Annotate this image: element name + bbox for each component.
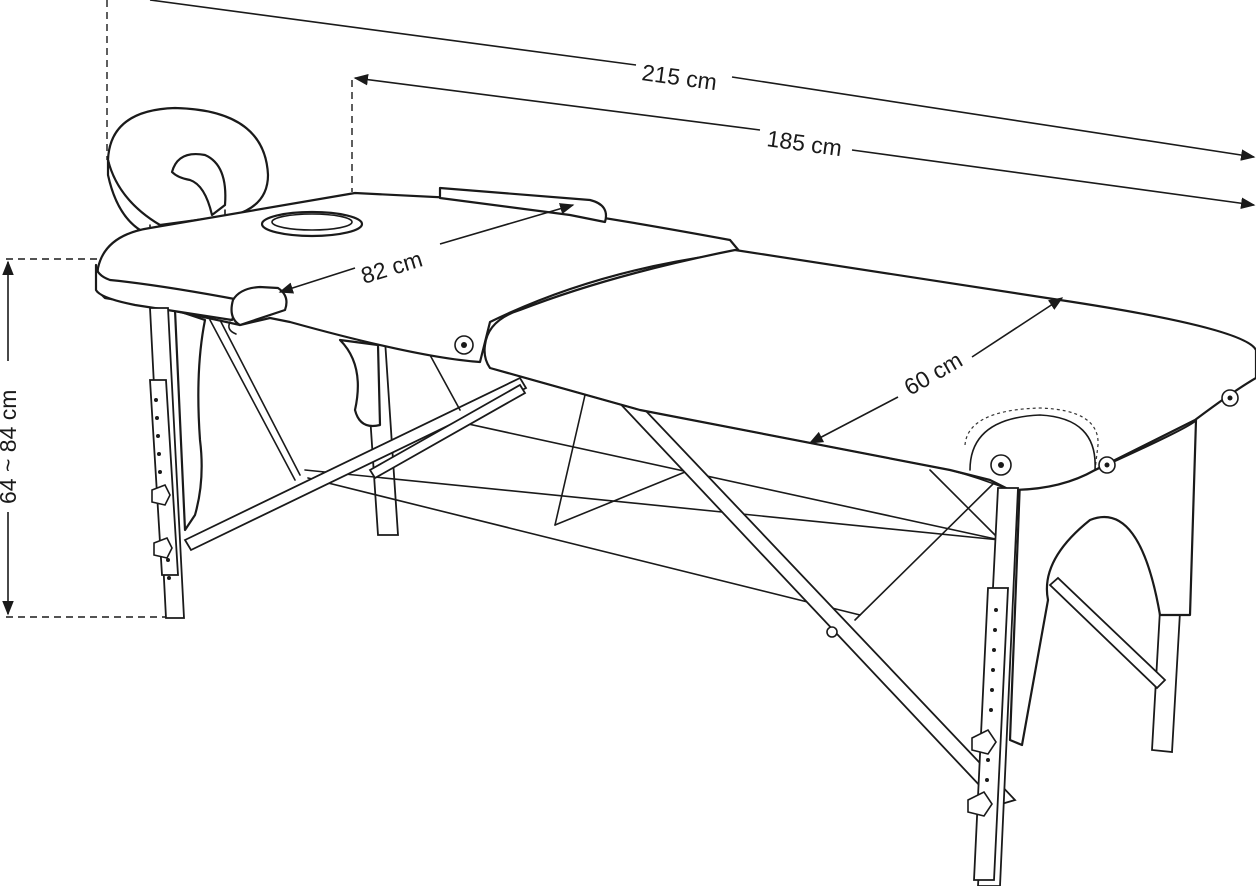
table-length-label: 185 cm <box>765 125 843 161</box>
dimension-table-width <box>808 297 1064 444</box>
dimension-total-length <box>149 0 1256 161</box>
total-length-label: 215 cm <box>640 59 718 95</box>
head-section <box>94 186 742 532</box>
reference-lines <box>6 0 353 618</box>
height-range-label: 64 ~ 84 cm <box>0 390 21 504</box>
dimension-head-width <box>278 203 575 294</box>
dimension-table-length <box>353 73 1256 209</box>
front-legs <box>149 307 1019 886</box>
